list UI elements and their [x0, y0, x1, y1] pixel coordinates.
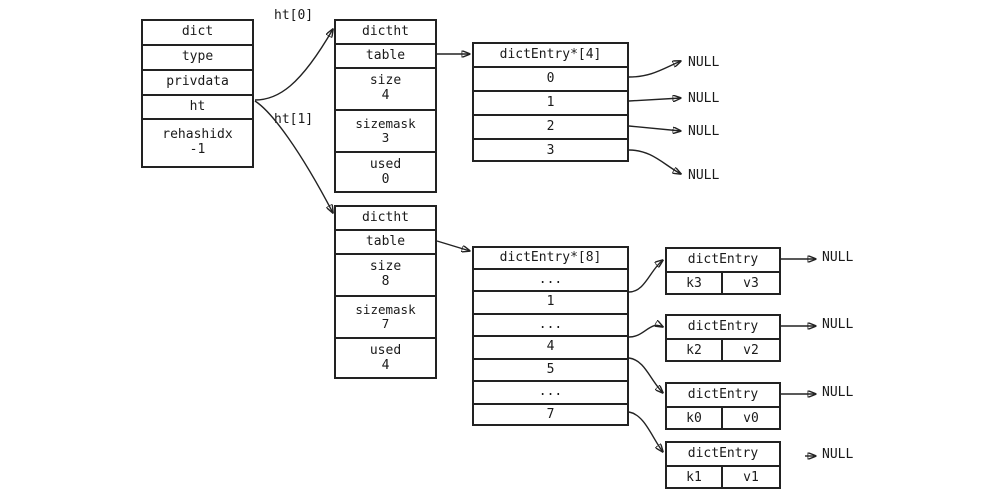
bucket-array-8-slot-5: ...: [474, 382, 627, 405]
dict-entry-2-header: dictEntry: [667, 384, 779, 408]
dictht-0-sizemask: sizemask 3: [336, 111, 435, 153]
bucket-array-8-slot-3: 4: [474, 337, 627, 360]
dictht-0-used: used 0: [336, 153, 435, 193]
bucket-array-4-slot-3: 3: [546, 142, 555, 158]
bucket-array-8-slot-2: ...: [474, 315, 627, 337]
dict-field-rehashidx-value: -1: [189, 142, 206, 157]
dict-entry-3-header: dictEntry: [667, 443, 779, 467]
dict-entry-0-key: k3: [667, 273, 723, 293]
bucket-array-8-slot-1: 1: [474, 292, 627, 315]
edge-slot8-4-to-entry1: [628, 325, 663, 338]
edge-slot8-5-to-entry2: [628, 357, 663, 393]
dict-entry-box-2: dictEntry k0 v0: [665, 382, 781, 430]
edge-slot4-2-null: [628, 125, 681, 131]
dict-header: dict: [143, 21, 252, 46]
dict-field-privdata: privdata: [143, 71, 252, 96]
dictht-1-table-field: table: [336, 231, 435, 255]
dictht-1-sizemask: sizemask 7: [336, 297, 435, 339]
dict-entry-box-1: dictEntry k2 v2: [665, 314, 781, 362]
dictht-1-size-label: size: [369, 259, 402, 275]
dict-entry-1-key: k2: [667, 340, 723, 360]
bucket-array-8-slot-0: ...: [474, 270, 627, 292]
dict-entry-3-next-null: NULL: [822, 447, 854, 462]
dict-entry-2-key: k0: [667, 408, 723, 428]
bucket-array-4-box: dictEntry*[4] 0 1 2 3: [472, 42, 629, 162]
dictht-1-sizemask-label: sizemask: [355, 302, 416, 317]
dictht-0-sizemask-value: 3: [381, 130, 390, 145]
bucket-array-4-slot-1: 1: [474, 92, 627, 116]
bucket-array-8-slot-6: 7: [546, 407, 555, 423]
dictht-0-table-field: table: [336, 45, 435, 69]
dict-entry-1-next-null: NULL: [822, 317, 854, 332]
bucket-array-4-slot-2: 2: [474, 116, 627, 140]
dict-field-rehashidx: rehashidx -1: [143, 120, 252, 166]
edge-dictht1-table-to-array: [436, 240, 470, 251]
null-label-ht0-1: NULL: [688, 91, 720, 106]
dict-entry-3-value: v1: [743, 469, 759, 485]
dict-field-type: type: [143, 46, 252, 71]
dictht-1-header: dictht: [336, 207, 435, 231]
dict-entry-0-next-null: NULL: [822, 250, 854, 265]
bucket-array-8-slot-4: 5: [474, 360, 627, 382]
dict-field-rehashidx-name: rehashidx: [162, 127, 233, 143]
dict-entry-1-header: dictEntry: [667, 316, 779, 340]
edge-slot4-1-null: [628, 98, 681, 101]
edge-slot8-7-to-entry3: [628, 411, 663, 452]
dictht-1-used-value: 4: [381, 358, 390, 373]
bucket-array-8-header: dictEntry*[8]: [474, 248, 627, 270]
dictht-0-size-value: 4: [381, 88, 390, 103]
dict-entry-box-3: dictEntry k1 v1: [665, 441, 781, 489]
ht1-pointer-label: ht[1]: [274, 112, 314, 127]
dict-entry-1-value: v2: [743, 342, 759, 358]
dict-field-ht: ht: [143, 96, 252, 120]
dictht-0-box: dictht table size 4 sizemask 3 used 0: [334, 19, 437, 193]
dictht-0-used-label: used: [369, 157, 402, 173]
dictht-0-size: size 4: [336, 69, 435, 111]
edge-slot8-1-to-entry0: [628, 260, 663, 293]
dictht-1-box: dictht table size 8 sizemask 7 used 4: [334, 205, 437, 379]
dictht-0-size-label: size: [369, 73, 402, 89]
dict-entry-2-value: v0: [743, 410, 759, 426]
null-label-ht0-0: NULL: [688, 55, 720, 70]
edge-slot4-0-null: [628, 61, 681, 78]
dict-entry-box-0: dictEntry k3 v3: [665, 247, 781, 295]
ht0-pointer-label: ht[0]: [274, 8, 314, 23]
dictht-0-header: dictht: [336, 21, 435, 45]
dict-entry-0-value: v3: [743, 275, 759, 291]
dict-entry-2-next-null: NULL: [822, 385, 854, 400]
null-label-ht0-2: NULL: [688, 124, 720, 139]
bucket-array-8-box: dictEntry*[8] ... 1 ... 4 5 ... 7: [472, 246, 629, 426]
dict-entry-0-header: dictEntry: [667, 249, 779, 273]
dictht-0-sizemask-label: sizemask: [355, 116, 416, 131]
null-label-ht0-3: NULL: [688, 168, 720, 183]
bucket-array-4-header: dictEntry*[4]: [474, 44, 627, 68]
dict-struct-box: dict type privdata ht rehashidx -1: [141, 19, 254, 168]
dictht-1-size: size 8: [336, 255, 435, 297]
dictht-1-size-value: 8: [381, 274, 390, 289]
edge-slot4-3-null: [628, 149, 681, 174]
dictht-1-used: used 4: [336, 339, 435, 379]
dictht-0-used-value: 0: [381, 172, 390, 187]
dictht-1-used-label: used: [369, 343, 402, 359]
dictht-1-sizemask-value: 7: [381, 316, 390, 331]
edge-ht0-arrow: [254, 29, 333, 101]
bucket-array-4-slot-0: 0: [474, 68, 627, 92]
dict-entry-3-key: k1: [667, 467, 723, 487]
